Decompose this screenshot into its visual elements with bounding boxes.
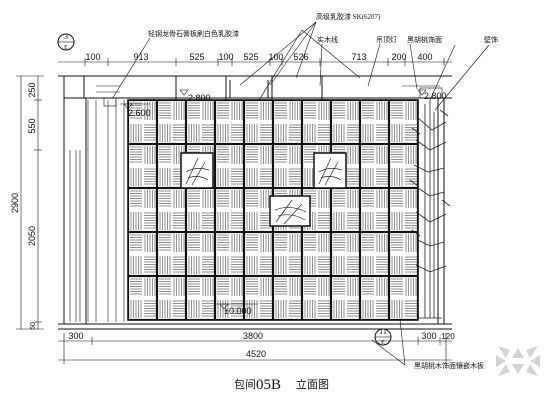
dim-bottom: 3800 — [243, 331, 263, 341]
note-latex-paint: 高级乳胶漆 SK(6207) — [316, 12, 381, 21]
dim-left: 2050 — [27, 226, 37, 246]
note-ceiling-lamp: 吊顶灯 — [376, 35, 397, 44]
level-2800: 2.800 — [424, 91, 447, 101]
dim-left: 50 — [30, 322, 37, 330]
dim-top: 713 — [351, 52, 366, 62]
callout-number: 3 — [64, 32, 68, 41]
dim-top: 913 — [133, 52, 148, 62]
dim-left: 550 — [27, 118, 37, 133]
left-dimension-chain: 250 550 2050 50 2900 — [10, 75, 44, 330]
bamboo-inset-panels — [180, 152, 347, 227]
dim-bottom: 300 — [421, 331, 436, 341]
dim-top: 400 — [417, 52, 432, 62]
dim-top: 100 — [268, 52, 283, 62]
note-walnut-finish: 黑胡桃饰面 — [407, 35, 442, 44]
bottom-dimension-chain: 300 3800 300 120 4520 — [58, 331, 455, 364]
level-zero: ±0.000 — [224, 306, 251, 316]
title-code: 05B — [256, 377, 281, 393]
dim-top: 525 — [243, 52, 258, 62]
note-wall-decor: 壁饰 — [484, 35, 498, 44]
callout-top-left: 3 E — [57, 32, 75, 51]
title-prefix: 包间 — [234, 378, 256, 391]
note-gypsum-ceiling: 轻钢龙骨石膏板刷白色乳胶漆 — [148, 29, 239, 38]
note-solid-wood-line: 实木线 — [317, 35, 338, 44]
callout-sheet: E — [64, 45, 68, 51]
left-column — [63, 97, 128, 325]
dim-top: 100 — [218, 52, 233, 62]
drawing-title: 包间 05B 立面图 — [234, 377, 329, 393]
callout-bottom: 11 E — [374, 327, 392, 346]
dim-total-width: 4520 — [246, 349, 266, 359]
dim-top: 525 — [189, 52, 204, 62]
dim-top: 200 — [391, 52, 406, 62]
level-2800: 2.800 — [188, 93, 211, 103]
dim-bottom: 120 — [441, 332, 455, 341]
level-2600: 2.600 — [128, 108, 151, 118]
note-walnut-inlay: 黑胡桃木饰面镶嵌木板 — [414, 361, 484, 370]
dim-top: 526 — [293, 52, 308, 62]
watermark-logo — [496, 346, 540, 376]
dim-top: 100 — [85, 52, 100, 62]
title-suffix: 立面图 — [296, 377, 329, 391]
level-markers: 2.600 2.800 2.800 ±0.000 — [120, 89, 447, 316]
top-dimension-chain: 100 913 525 100 525 100 526 713 200 400 — [58, 52, 452, 66]
callout-number: 11 — [379, 327, 387, 336]
dim-total-height: 2900 — [10, 193, 20, 213]
floor-base — [58, 319, 452, 330]
dim-left: 250 — [27, 82, 37, 97]
ceiling-structure — [58, 75, 452, 121]
callout-sheet: E — [381, 340, 385, 346]
bamboo-decoration — [409, 97, 451, 325]
dim-bottom: 300 — [68, 331, 83, 341]
